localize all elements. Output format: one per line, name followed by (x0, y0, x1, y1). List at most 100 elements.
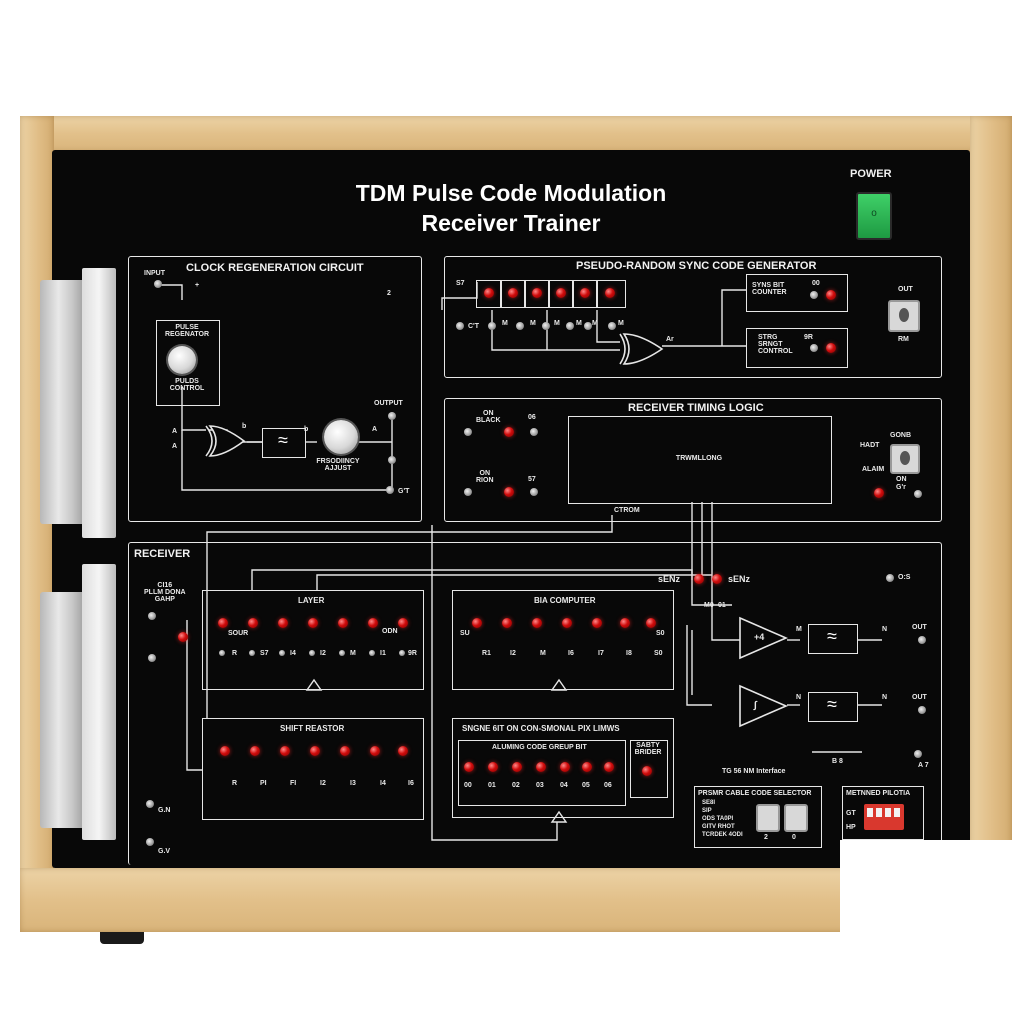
layer-box (202, 590, 424, 690)
receiver-side-socket-1[interactable] (148, 612, 156, 620)
clock-gt-socket[interactable] (386, 486, 394, 494)
receiver-side-label: CI16 PLLM DONA GAHP (144, 582, 186, 603)
clock-input-socket[interactable] (154, 280, 162, 288)
bia-su: SU (460, 630, 470, 637)
timing-gr: G'r (896, 484, 906, 491)
strg-control-label: STRG SRNGT CONTROL (758, 334, 793, 355)
cable-item-5: TCRDEK 4ODI (702, 832, 743, 838)
prsg-tap-4[interactable] (566, 322, 574, 330)
layer-socket-5[interactable] (339, 650, 345, 656)
b8-label: B 8 (832, 758, 843, 765)
dip-switch[interactable] (864, 804, 904, 830)
a7-socket[interactable] (914, 750, 922, 758)
out-1-socket[interactable] (918, 636, 926, 644)
prsg-out-switch[interactable] (888, 300, 920, 332)
sync-bit-socket[interactable] (810, 291, 818, 299)
timing-socket-3[interactable] (464, 488, 472, 496)
prsg-st: S7 (456, 280, 465, 287)
clock-a2: A (172, 443, 178, 450)
clock-output-socket-1[interactable] (388, 412, 396, 420)
bia-lbl-2: I2 (510, 650, 516, 657)
panel-title-line2: Receiver Trainer (421, 210, 601, 236)
prsg-tap-1[interactable] (488, 322, 496, 330)
sync-bit-counter-box (746, 274, 848, 312)
connector-top (40, 280, 86, 524)
safety-led (642, 766, 652, 776)
prsg-out-label: OUT (898, 286, 913, 293)
bia-computer-box (452, 590, 674, 690)
layer-socket-2[interactable] (249, 650, 255, 656)
out-filter-box-1 (808, 624, 858, 654)
layer-socket-4[interactable] (309, 650, 315, 656)
dip-4[interactable] (894, 808, 900, 817)
prsg-cell-2 (500, 280, 526, 308)
clock-output-socket-2[interactable] (388, 456, 396, 464)
layer-socket-7[interactable] (399, 650, 405, 656)
prsg-ct: C'T (468, 323, 479, 330)
foot (100, 932, 144, 944)
receiver-gn-socket[interactable] (146, 800, 154, 808)
timing-socket-2[interactable] (530, 428, 538, 436)
prsg-led-3 (532, 288, 542, 298)
bia-led-2 (502, 618, 512, 628)
metnned-a: GT (846, 810, 856, 817)
layer-led-3 (278, 618, 288, 628)
out-filter-2-symbol: ≈ (827, 694, 837, 714)
cable-num-1: 2 (764, 834, 768, 841)
dip-1[interactable] (867, 808, 873, 817)
timing-title: RECEIVER TIMING LOGIC (628, 402, 764, 414)
pulse-control-knob[interactable] (168, 346, 196, 374)
timing-socket-4[interactable] (530, 488, 538, 496)
out-2-socket[interactable] (918, 706, 926, 714)
timing-alarm-socket[interactable] (914, 490, 922, 498)
layer-socket-3[interactable] (279, 650, 285, 656)
cable-item-2: SIP (702, 808, 712, 814)
safety-bridge-box (630, 740, 668, 798)
strg-socket[interactable] (810, 344, 818, 352)
prsg-led-1 (484, 288, 494, 298)
os-socket[interactable] (886, 574, 894, 582)
timing-alarm-switch[interactable] (890, 444, 920, 474)
prsg-bit-3: M (554, 320, 560, 327)
connector-clip-bottom (82, 564, 116, 840)
align-bit-2: 02 (512, 782, 520, 789)
timing-on-black: ON BLACK (476, 410, 501, 424)
layer-socket-1[interactable] (219, 650, 225, 656)
receiver-side-socket-2[interactable] (148, 654, 156, 662)
receiver-gv-socket[interactable] (146, 838, 154, 846)
prsg-title: PSEUDO-RANDOM SYNC CODE GENERATOR (576, 260, 817, 272)
align-bit-1: 01 (488, 782, 496, 789)
align-led-7 (604, 762, 614, 772)
cable-item-3: ODS TA0PI (702, 816, 734, 822)
shift-led-3 (280, 746, 290, 756)
timing-ctrom: CTROM (614, 507, 640, 514)
timing-switch-lever (900, 451, 910, 465)
layer-led-7 (398, 618, 408, 628)
bia-lbl-1: R1 (482, 650, 491, 657)
metnned-b: HP (846, 824, 856, 831)
prsg-ct-socket[interactable] (456, 322, 464, 330)
cable-switch-1[interactable] (756, 804, 780, 832)
clock-output-label: OUTPUT (374, 400, 403, 407)
receiver-section (128, 542, 942, 865)
shift-led-2 (250, 746, 260, 756)
prsg-tap-6[interactable] (608, 322, 616, 330)
prsg-tap-3[interactable] (542, 322, 550, 330)
dip-2[interactable] (876, 808, 882, 817)
prsg-tap-2[interactable] (516, 322, 524, 330)
dip-3[interactable] (885, 808, 891, 817)
power-switch[interactable]: o (856, 192, 892, 240)
layer-led-5 (338, 618, 348, 628)
frequency-adjust-knob[interactable] (324, 420, 358, 454)
prsg-led-5 (580, 288, 590, 298)
align-code-box (458, 740, 626, 806)
prsg-bit-2: M (530, 320, 536, 327)
connector-clip-top (82, 268, 116, 538)
layer-socket-6[interactable] (369, 650, 375, 656)
prsg-ar: Ar (666, 336, 674, 343)
prsg-led-6 (605, 288, 615, 298)
timing-socket-1[interactable] (464, 428, 472, 436)
cable-switch-2[interactable] (784, 804, 808, 832)
prsg-tap-5[interactable] (584, 322, 592, 330)
strg-led (826, 343, 836, 353)
